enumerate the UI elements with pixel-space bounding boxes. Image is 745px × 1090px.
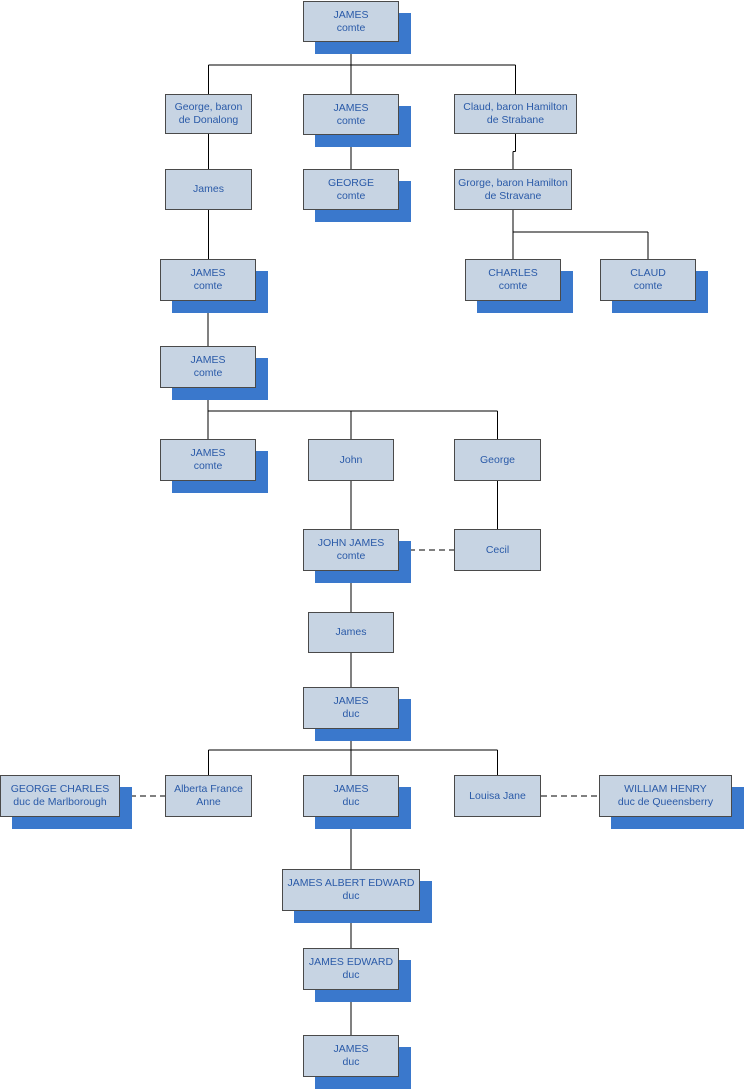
node-cecil: Cecil (454, 529, 541, 571)
node-james-son: James (165, 169, 252, 210)
node-john: John (308, 439, 394, 481)
node-james: James (308, 612, 394, 653)
node-louisa-jane: Louisa Jane (454, 775, 541, 817)
node-george: George (454, 439, 541, 481)
